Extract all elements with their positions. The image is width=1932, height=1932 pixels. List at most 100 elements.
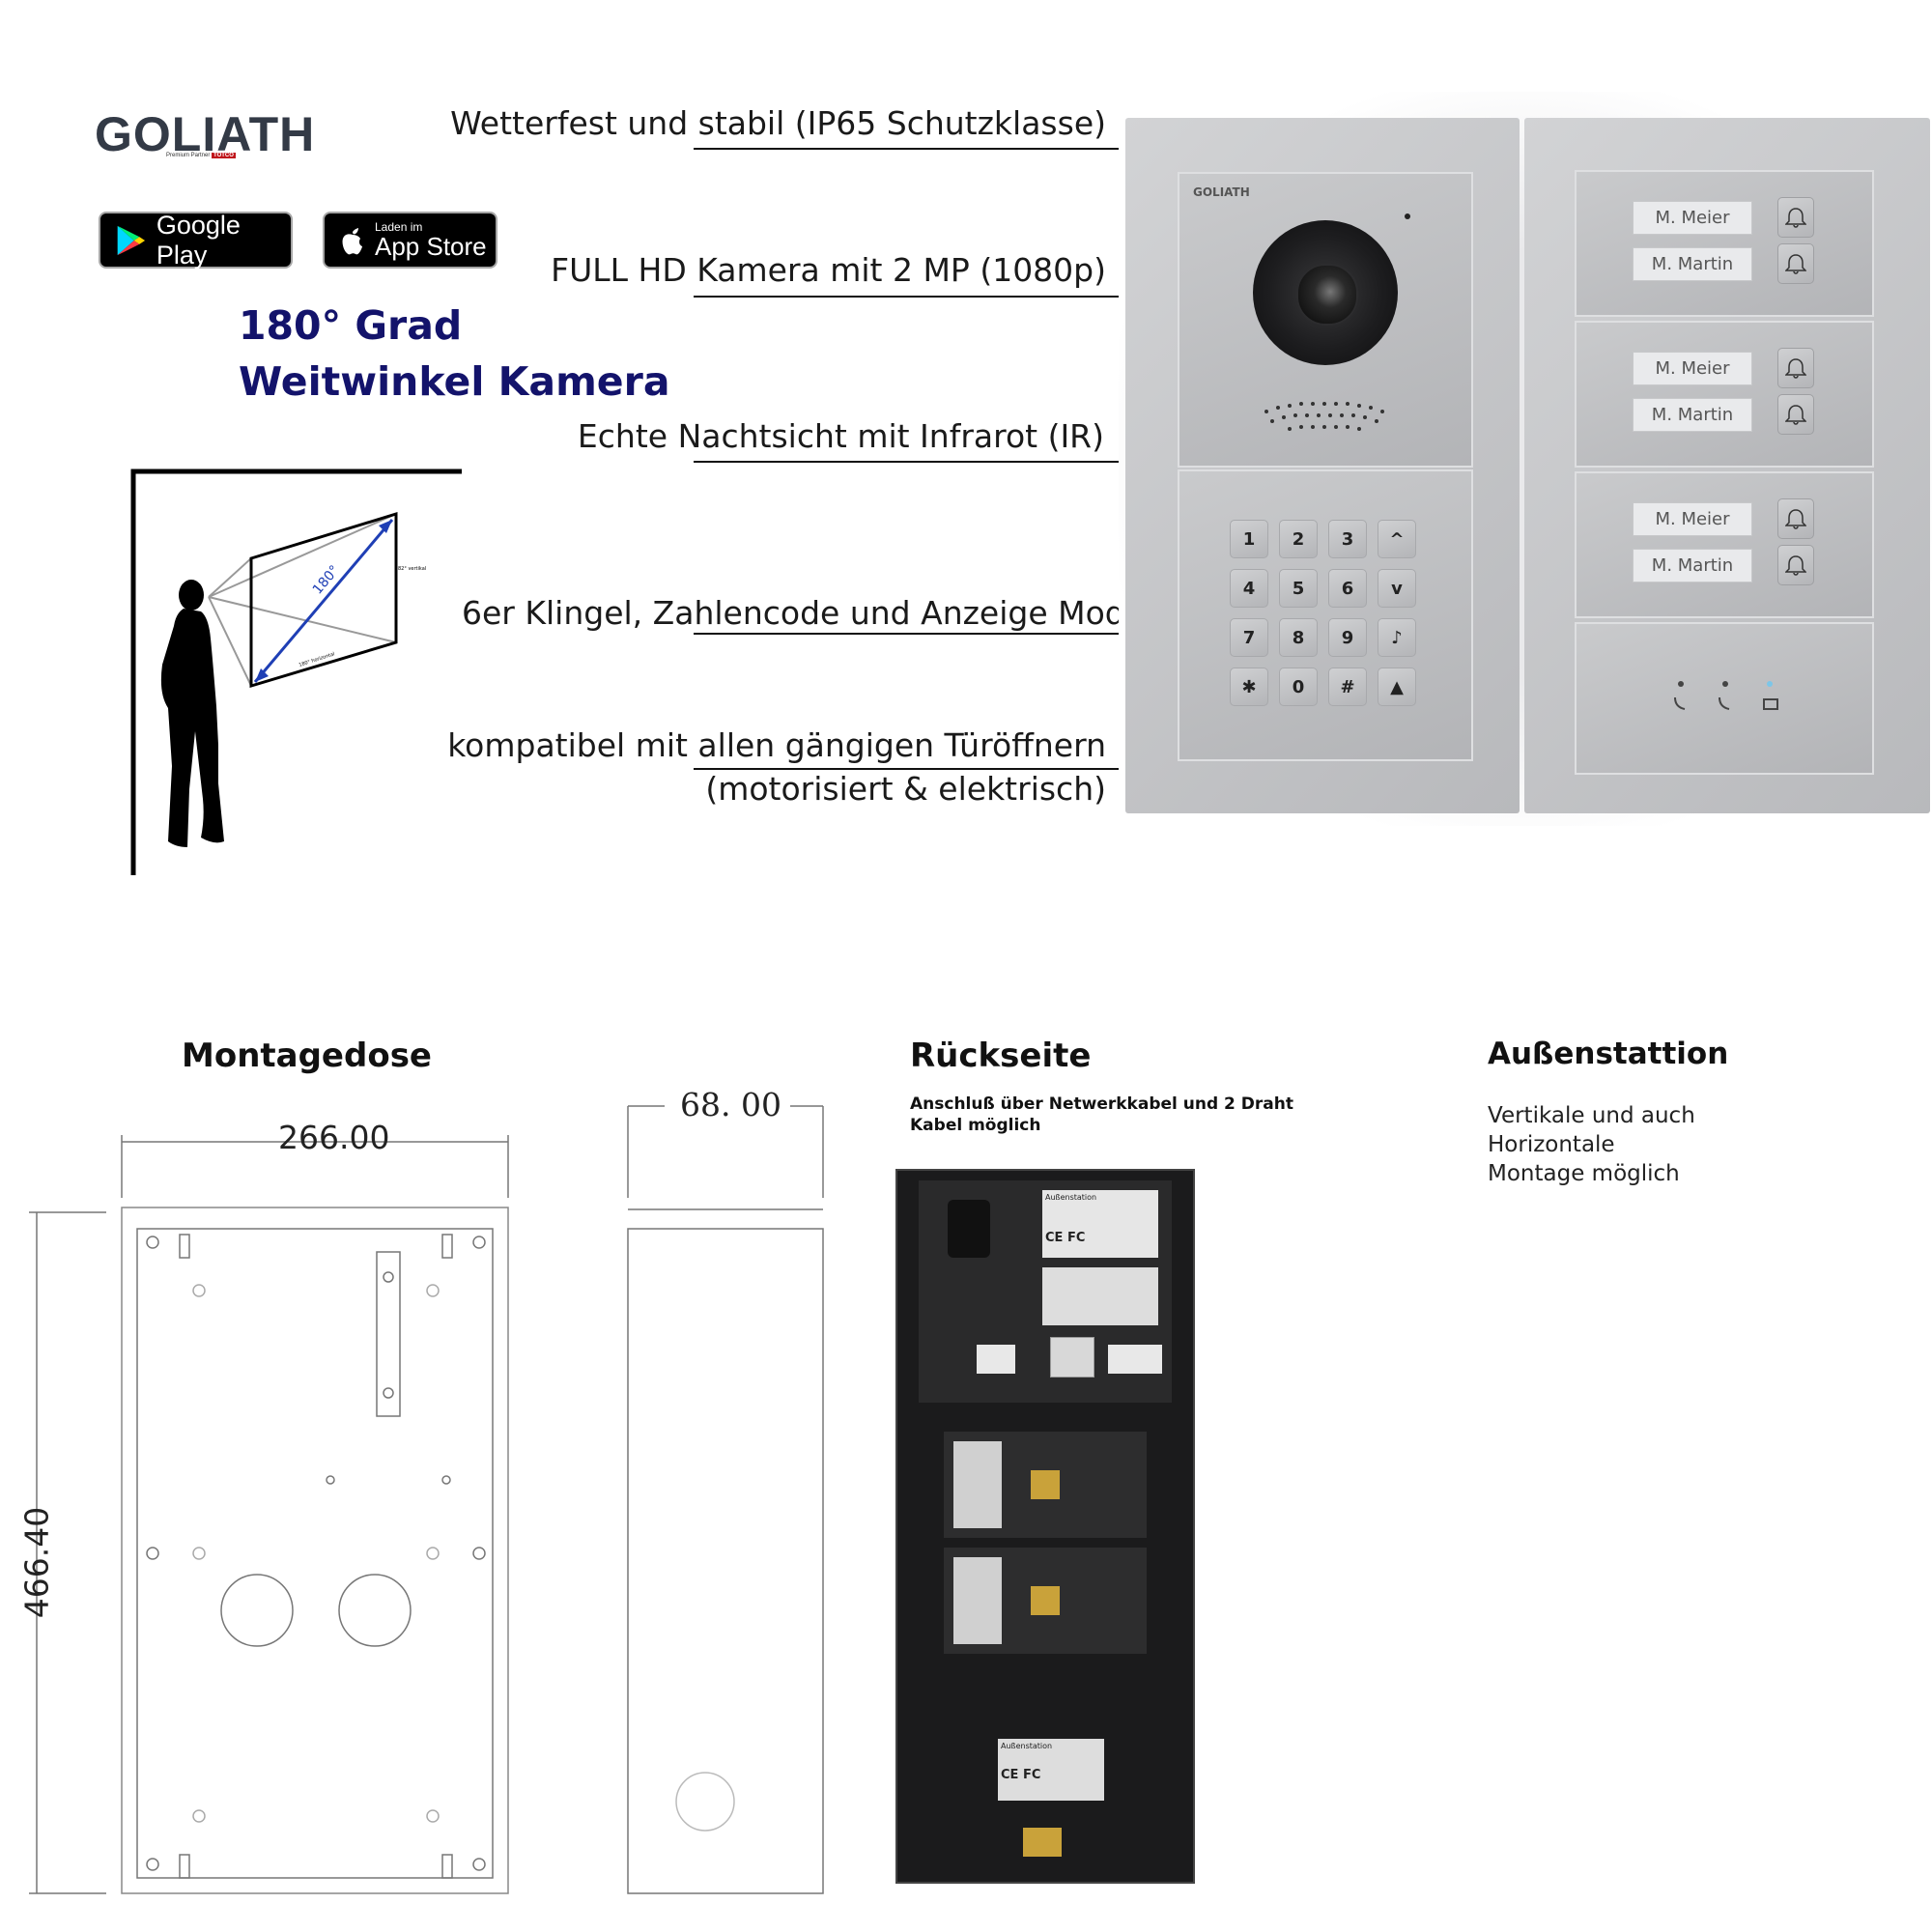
key-0[interactable]: 0	[1279, 668, 1318, 706]
bell-button[interactable]	[1777, 243, 1814, 284]
wide-angle-diagram: 180° 82° vertikal 180° horizontal	[130, 469, 462, 875]
module-label	[953, 1441, 1002, 1528]
key-6[interactable]: 6	[1328, 569, 1367, 608]
terminal-block	[977, 1345, 1015, 1374]
google-play-button[interactable]: Google Play	[99, 210, 293, 270]
key-1[interactable]: 1	[1230, 520, 1268, 558]
key-down[interactable]: v	[1378, 569, 1416, 608]
key-4[interactable]: 4	[1230, 569, 1268, 608]
bell-button[interactable]	[1777, 394, 1814, 435]
key-star[interactable]: ✱	[1230, 668, 1268, 706]
back-photo: Außenstation CE FC Außenstation CE FC	[895, 1169, 1195, 1884]
key-call[interactable]: ♪	[1378, 618, 1416, 657]
terminal-block	[1108, 1345, 1162, 1374]
view-frustum	[208, 513, 397, 687]
mounting-box-drawing	[29, 1105, 824, 1894]
feature-modules-clip: 6er Klingel, Zahlencode und Anzeige Modu…	[462, 594, 1124, 632]
label-ce: CE FC	[1045, 1231, 1086, 1245]
key-3[interactable]: 3	[1328, 520, 1367, 558]
unlock-led	[1767, 681, 1773, 687]
wall-corner	[130, 469, 462, 875]
google-play-icon	[117, 225, 146, 255]
back-note-line1: Anschluß über Netwerkkabel und 2 Draht	[910, 1094, 1294, 1114]
brand-name: GOLIATH	[95, 107, 316, 161]
depth-dimension: 68. 00	[680, 1086, 781, 1123]
bell-button[interactable]	[1777, 197, 1814, 238]
talk-icon	[1719, 696, 1730, 710]
brand-logo: GOLIATH	[95, 106, 315, 162]
height-dimension: 466.40	[17, 1506, 56, 1619]
status-module	[1575, 622, 1874, 775]
camera-back-housing	[948, 1200, 990, 1258]
app-store-label: App Store	[375, 231, 487, 261]
feature-underline	[694, 461, 1123, 463]
angle-arrow	[253, 519, 394, 683]
key-7[interactable]: 7	[1230, 618, 1268, 657]
bell-icon	[1785, 254, 1806, 274]
name-card: M. Martin	[1633, 247, 1752, 281]
back-upper-board: Außenstation CE FC	[919, 1180, 1172, 1403]
station-line1: Vertikale und auch	[1488, 1103, 1695, 1128]
bell-button[interactable]	[1777, 545, 1814, 585]
device-logo: GOLIATH	[1193, 185, 1250, 199]
keypad-module: 1 2 3 ^ 4 5 6 v 7 8 9 ♪ ✱ 0 # ▲	[1178, 469, 1473, 761]
key-9[interactable]: 9	[1328, 618, 1367, 657]
bottom-label: Außenstation CE FC	[998, 1739, 1104, 1801]
angle-label: 180°	[310, 562, 343, 597]
ir-sensor	[1405, 213, 1410, 219]
module-connector-1	[944, 1432, 1147, 1538]
station-line2: Horizontale	[1488, 1132, 1615, 1157]
back-title: Rückseite	[910, 1037, 1092, 1075]
angle-line2: Weitwinkel Kamera	[239, 358, 670, 405]
bell-module-1: M. Meier M. Martin	[1575, 170, 1874, 317]
name-card: M. Martin	[1633, 398, 1752, 432]
key-up[interactable]: ^	[1378, 520, 1416, 558]
bell-module-3: M. Meier M. Martin	[1575, 471, 1874, 618]
name-card: M. Martin	[1633, 549, 1752, 582]
wiring-label	[1042, 1267, 1158, 1325]
bottom-label-ce: CE FC	[1001, 1768, 1041, 1782]
feature-underline	[694, 148, 1123, 150]
key-contact[interactable]: ▲	[1378, 668, 1416, 706]
call-icon	[1674, 696, 1686, 710]
right-panel: M. Meier M. Martin M. Meier M. Martin M.…	[1524, 118, 1930, 813]
partner-badge: TOTCO	[212, 153, 236, 158]
angle-line1: 180° Grad	[239, 302, 463, 349]
bell-button[interactable]	[1777, 348, 1814, 388]
call-led	[1678, 681, 1684, 687]
camera-module: GOLIATH	[1178, 172, 1473, 468]
bell-module-2: M. Meier M. Martin	[1575, 321, 1874, 468]
name-card: M. Meier	[1633, 352, 1752, 385]
lock-icon	[1763, 698, 1778, 710]
mounting-title: Montagedose	[182, 1037, 432, 1075]
key-8[interactable]: 8	[1279, 618, 1318, 657]
label-title: Außenstation	[1045, 1193, 1097, 1202]
key-2[interactable]: 2	[1279, 520, 1318, 558]
bell-button[interactable]	[1777, 498, 1814, 539]
bottom-connector	[1023, 1828, 1062, 1857]
app-store-button[interactable]: Laden im App Store	[323, 212, 497, 269]
feature-modules: 6er Klingel, Zahlencode und Anzeige Modu…	[462, 594, 1124, 632]
vertical-label: 82° vertikal	[398, 566, 426, 572]
person-silhouette	[160, 580, 224, 847]
feature-compatible-sub: (motorisiert & elektrisch)	[705, 770, 1106, 808]
station-line3: Montage möglich	[1488, 1161, 1680, 1186]
rj45-port	[1050, 1337, 1094, 1378]
keypad: 1 2 3 ^ 4 5 6 v 7 8 9 ♪ ✱ 0 # ▲	[1230, 520, 1416, 706]
bell-icon	[1785, 405, 1806, 425]
product-label: Außenstation CE FC	[1042, 1190, 1158, 1258]
feature-compatible: kompatibel mit allen gängigen Türöffnern	[447, 726, 1106, 764]
gold-connector	[1031, 1586, 1060, 1615]
feature-camera: FULL HD Kamera mit 2 MP (1080p)	[551, 251, 1106, 289]
left-panel: GOLIATH 1 2 3 ^ 4 5 6 v 7 8 9 ♪ ✱	[1125, 118, 1520, 813]
name-card: M. Meier	[1633, 201, 1752, 235]
key-5[interactable]: 5	[1279, 569, 1318, 608]
camera-lens	[1253, 220, 1398, 365]
key-hash[interactable]: #	[1328, 668, 1367, 706]
speaker-grill	[1264, 402, 1384, 431]
bell-icon	[1785, 555, 1806, 576]
station-description: Vertikale und auch Horizontale Montage m…	[1488, 1101, 1695, 1188]
module-connector-2	[944, 1548, 1147, 1654]
google-play-label: Google Play	[156, 210, 241, 270]
bell-icon	[1785, 208, 1806, 228]
